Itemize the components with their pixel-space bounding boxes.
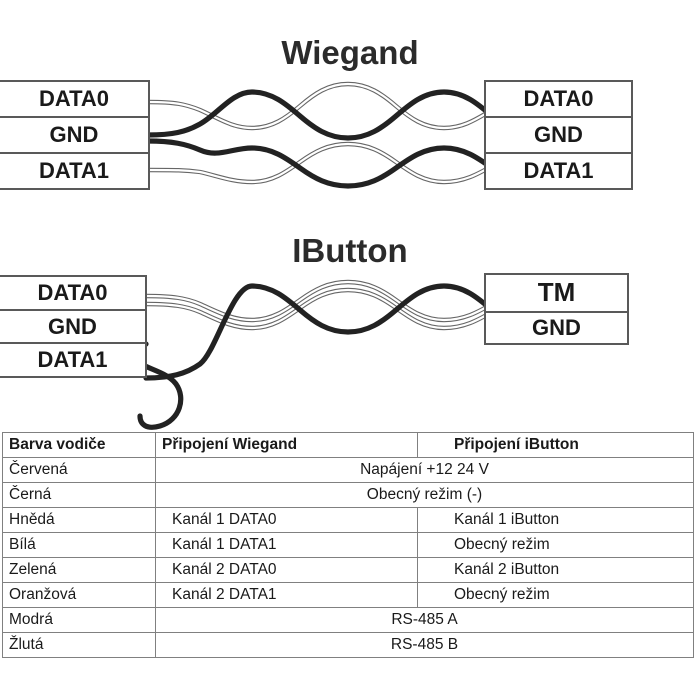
cell-wire-color: Bílá: [2, 532, 156, 558]
terminal-row: TM: [486, 275, 627, 313]
wiegand-right-terminal-block: DATA0 GND DATA1: [484, 80, 633, 190]
terminal-row: DATA1: [0, 344, 145, 377]
cell-wire-color: Oranžová: [2, 582, 156, 608]
table-row: Červená Napájení +12 24 V: [2, 457, 694, 483]
cell-wiegand: Kanál 2 DATA1: [155, 582, 418, 608]
terminal-row: DATA1: [0, 154, 148, 188]
terminal-row: GND: [0, 118, 148, 154]
ibutton-diagram-title: IButton: [292, 232, 408, 269]
table-row: Zelená Kanál 2 DATA0 Kanál 2 iButton: [2, 557, 694, 583]
cell-wire-color: Zelená: [2, 557, 156, 583]
col-header-wire-color: Barva vodiče: [2, 432, 156, 458]
table-row: Modrá RS-485 A: [2, 607, 694, 633]
ibutton-left-terminal-block: DATA0 GND DATA1: [0, 275, 147, 378]
terminal-row: DATA0: [0, 82, 148, 118]
wiegand-diagram-title: Wiegand: [281, 34, 419, 71]
table-row: Žlutá RS-485 B: [2, 632, 694, 658]
table-row: Bílá Kanál 1 DATA1 Obecný režim: [2, 532, 694, 558]
col-header-wiegand: Připojení Wiegand: [155, 432, 418, 458]
cell-merged-value: RS-485 A: [155, 607, 694, 633]
cell-ibutton: Obecný režim: [417, 582, 694, 608]
cell-wiegand: Kanál 2 DATA0: [155, 557, 418, 583]
cell-wire-color: Modrá: [2, 607, 156, 633]
cell-wiegand: Kanál 1 DATA0: [155, 507, 418, 533]
cell-wiegand: Kanál 1 DATA1: [155, 532, 418, 558]
cell-merged-value: Obecný režim (-): [155, 482, 694, 508]
cell-wire-color: Červená: [2, 457, 156, 483]
table-row: Černá Obecný režim (-): [2, 482, 694, 508]
terminal-row: GND: [486, 118, 631, 154]
cell-ibutton: Obecný režim: [417, 532, 694, 558]
wiegand-left-terminal-block: DATA0 GND DATA1: [0, 80, 150, 190]
terminal-row: DATA1: [486, 154, 631, 188]
terminal-row: DATA0: [0, 277, 145, 311]
cell-ibutton: Kanál 1 iButton: [417, 507, 694, 533]
cell-merged-value: RS-485 B: [155, 632, 694, 658]
terminal-row: DATA0: [486, 82, 631, 118]
cell-wire-color: Žlutá: [2, 632, 156, 658]
cell-wire-color: Černá: [2, 482, 156, 508]
cell-wire-color: Hnědá: [2, 507, 156, 533]
terminal-row: GND: [0, 310, 145, 345]
ibutton-right-terminal-block: TM GND: [484, 273, 629, 345]
table-header-row: Barva vodiče Připojení Wiegand Připojení…: [2, 432, 694, 458]
col-header-ibutton: Připojení iButton: [417, 432, 694, 458]
cell-merged-value: Napájení +12 24 V: [155, 457, 694, 483]
table-row: Oranžová Kanál 2 DATA1 Obecný režim: [2, 582, 694, 608]
wire-connection-table: Barva vodiče Připojení Wiegand Připojení…: [2, 432, 694, 658]
cell-ibutton: Kanál 2 iButton: [417, 557, 694, 583]
terminal-row: GND: [486, 312, 627, 343]
table-row: Hnědá Kanál 1 DATA0 Kanál 1 iButton: [2, 507, 694, 533]
